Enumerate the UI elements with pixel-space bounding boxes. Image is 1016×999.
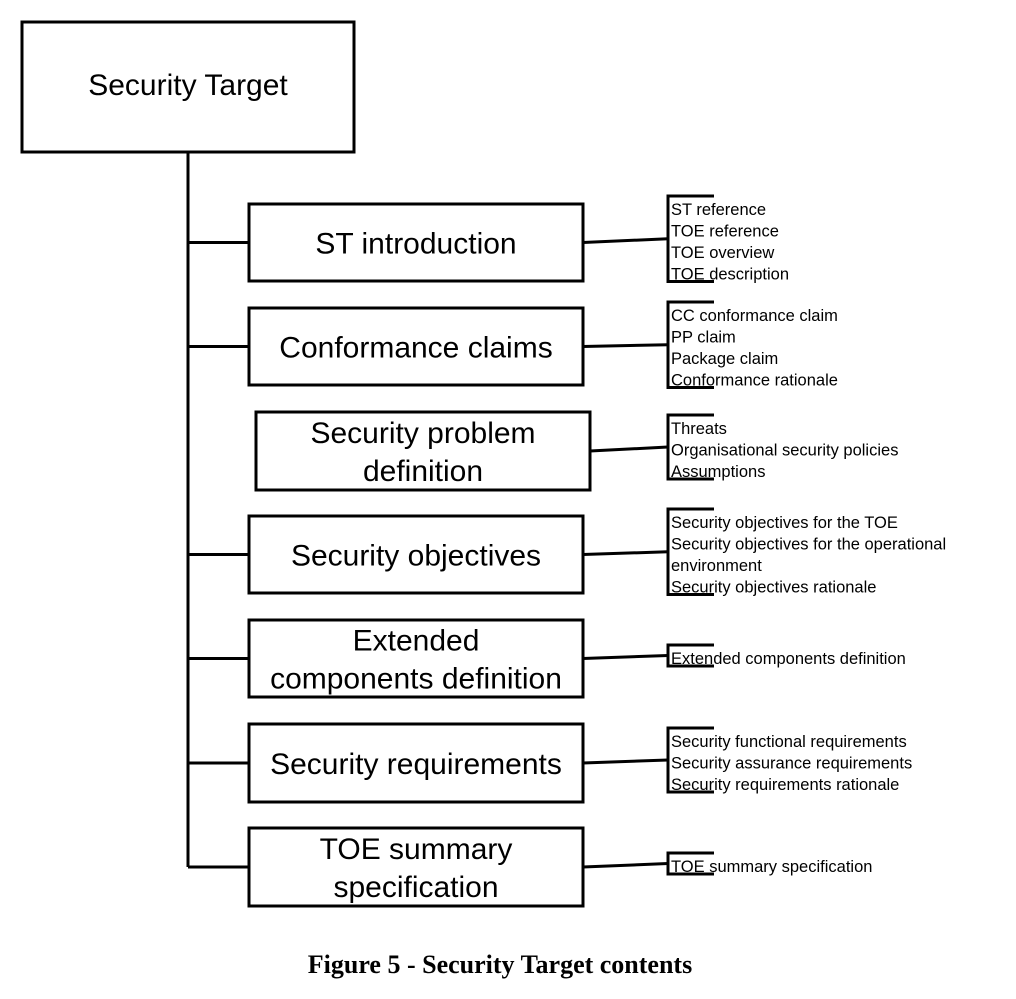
section-title: TOE summary: [320, 833, 513, 866]
section-title: specification: [333, 871, 498, 904]
section-6: TOE summary specification TOE summary spec…: [188, 826, 872, 908]
section-item: CC conformance claim: [671, 307, 838, 325]
section-item: Assumptions: [671, 463, 765, 481]
section-item: Security assurance requirements: [671, 755, 912, 773]
root-node: Security Target: [20, 20, 356, 154]
section-box: [247, 618, 585, 699]
section-item: environment: [671, 557, 762, 575]
item-bracket: [666, 726, 714, 794]
section-title: components definition: [270, 663, 562, 696]
item-bracket: [666, 194, 714, 283]
item-bracket: [666, 300, 714, 389]
section-item: Conformance rationale: [671, 372, 838, 390]
section-title: definition: [363, 455, 483, 488]
section-item: Security objectives for the TOE: [671, 514, 898, 532]
figure-caption: Figure 5 - Security Target contents: [308, 950, 692, 979]
section-item: Security objectives rationale: [671, 579, 876, 597]
section-2: Security problem definition ThreatsOrganis…: [254, 410, 898, 492]
root-label: Security Target: [88, 69, 288, 102]
bracket-connector: [582, 758, 669, 765]
section-1: Conformance claims CC conformance claimPP…: [188, 300, 838, 390]
bracket-connector: [582, 343, 669, 348]
section-box: [247, 306, 585, 387]
section-title: Security requirements: [270, 748, 562, 781]
section-item: Security objectives for the operational: [671, 536, 946, 554]
section-item: TOE overview: [671, 244, 774, 262]
section-item: Organisational security policies: [671, 442, 898, 460]
section-item: Package claim: [671, 350, 778, 368]
bracket-connector: [582, 550, 669, 556]
section-title: Conformance claims: [279, 332, 552, 365]
section-item: TOE description: [671, 266, 789, 284]
item-bracket: [666, 643, 714, 668]
item-bracket: [666, 507, 714, 596]
section-item: TOE summary specification: [671, 858, 872, 876]
section-box: [247, 722, 585, 804]
item-bracket: [666, 413, 714, 481]
item-bracket: [666, 851, 714, 876]
section-3: Security objectives Security objectives f…: [188, 507, 946, 597]
section-item: Extended components definition: [671, 650, 906, 668]
bracket-connector: [582, 237, 669, 244]
section-title: Security objectives: [291, 540, 541, 573]
section-item: ST reference: [671, 201, 766, 219]
section-item: Security functional requirements: [671, 733, 907, 751]
section-title: ST introduction: [315, 228, 516, 261]
section-box: [247, 202, 585, 283]
section-5: Security requirements Security functional…: [188, 722, 912, 804]
section-item: TOE reference: [671, 223, 779, 241]
bracket-connector: [582, 862, 669, 869]
section-title: Security problem: [310, 417, 535, 450]
bracket-connector: [589, 445, 669, 453]
section-title: Extended: [353, 625, 480, 658]
bracket-connector: [582, 654, 669, 660]
root-box: [20, 20, 356, 154]
section-item: PP claim: [671, 329, 736, 347]
section-box: [247, 514, 585, 595]
section-4: Extended components definition Extended co…: [188, 618, 906, 699]
section-item: Threats: [671, 420, 727, 438]
section-item: Security requirements rationale: [671, 776, 899, 794]
